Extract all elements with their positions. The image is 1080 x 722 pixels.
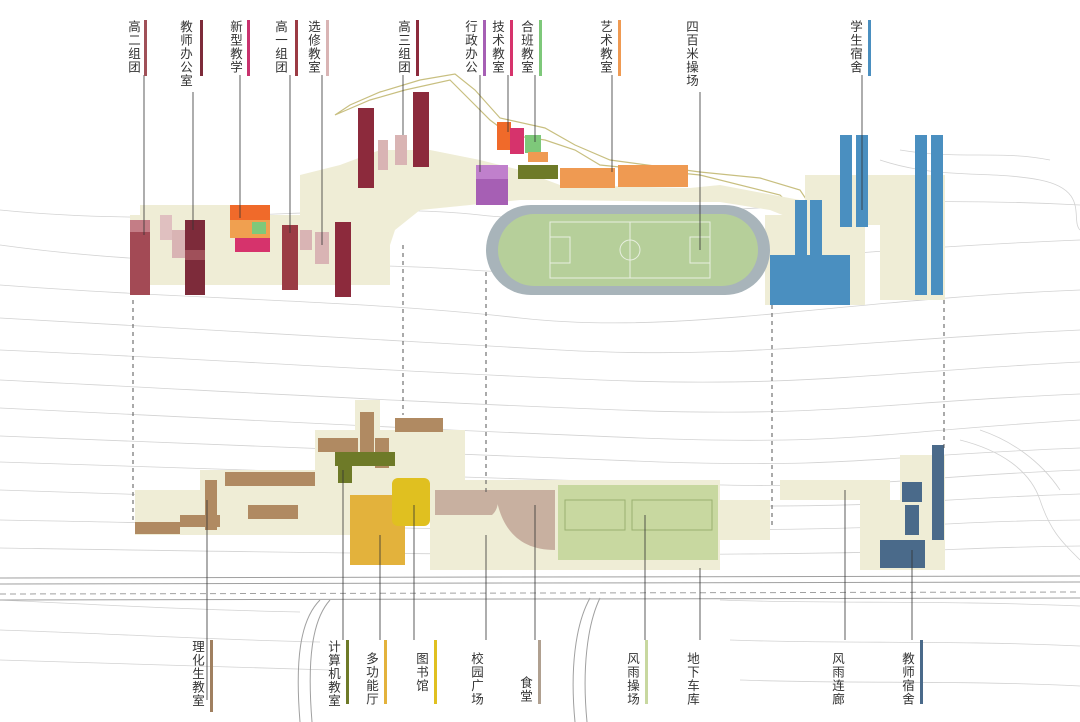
label-gaoer: 高二组团 [126, 20, 141, 74]
swatch-yishu [618, 20, 621, 76]
label-gaoyi: 高一组团 [273, 20, 288, 74]
swatch-jiaoshi-office [200, 20, 203, 76]
label-fengyu-lang: 风雨连廊 [830, 652, 845, 706]
label-jisuanji: 计算机教室 [326, 640, 341, 708]
label-duogongneng: 多功能厅 [364, 652, 379, 706]
swatch-tushuguan [434, 640, 437, 704]
label-lihuasheng: 理化生教室 [190, 640, 205, 708]
swatch-lihuasheng [210, 640, 213, 712]
dashed-connectors [132, 245, 945, 525]
label-xiaoyuan: 校园广场 [469, 652, 484, 706]
label-xingzheng: 行政办公 [463, 20, 478, 74]
label-yishu: 艺术教室 [598, 20, 613, 74]
label-gaosan: 高三组团 [396, 20, 411, 74]
swatch-jiaoshi-dorm [920, 640, 923, 704]
swatch-gaoer [144, 20, 147, 76]
label-sibaimi: 四百米操场 [684, 20, 699, 88]
swatch-xingzheng [483, 20, 486, 76]
label-tushuguan: 图书馆 [414, 652, 429, 693]
swatch-gaoyi [295, 20, 298, 76]
label-jiaoshi-office: 教师办公室 [178, 20, 193, 88]
swatch-fengyu-cao [645, 640, 648, 704]
running-track [486, 205, 770, 295]
swatch-heban [539, 20, 542, 76]
upper-buildings [130, 92, 943, 305]
swatch-xuesheng-dorm [868, 20, 871, 76]
label-xinxing: 新型教学 [228, 20, 243, 74]
leader-lines [143, 75, 913, 700]
label-jiaoshi-dorm: 教师宿舍 [900, 652, 915, 706]
swatch-jisuanji [346, 640, 349, 704]
roads [0, 575, 1080, 722]
swatch-jishu [510, 20, 513, 76]
swatch-gaosan [416, 20, 419, 76]
swatch-xinxing [247, 20, 250, 76]
label-shitang: 食堂 [518, 676, 533, 703]
swatch-xuanxiu [326, 20, 329, 76]
swatch-shitang [538, 640, 541, 704]
swatch-duogongneng [384, 640, 387, 704]
label-jishu: 技术教室 [490, 20, 505, 74]
label-dixia: 地下车库 [685, 652, 700, 706]
label-xuanxiu: 选修教室 [306, 20, 321, 74]
label-heban: 合班教室 [519, 20, 534, 74]
label-xuesheng-dorm: 学生宿舍 [848, 20, 863, 74]
lower-buildings [135, 412, 944, 568]
label-fengyu-cao: 风雨操场 [625, 652, 640, 706]
